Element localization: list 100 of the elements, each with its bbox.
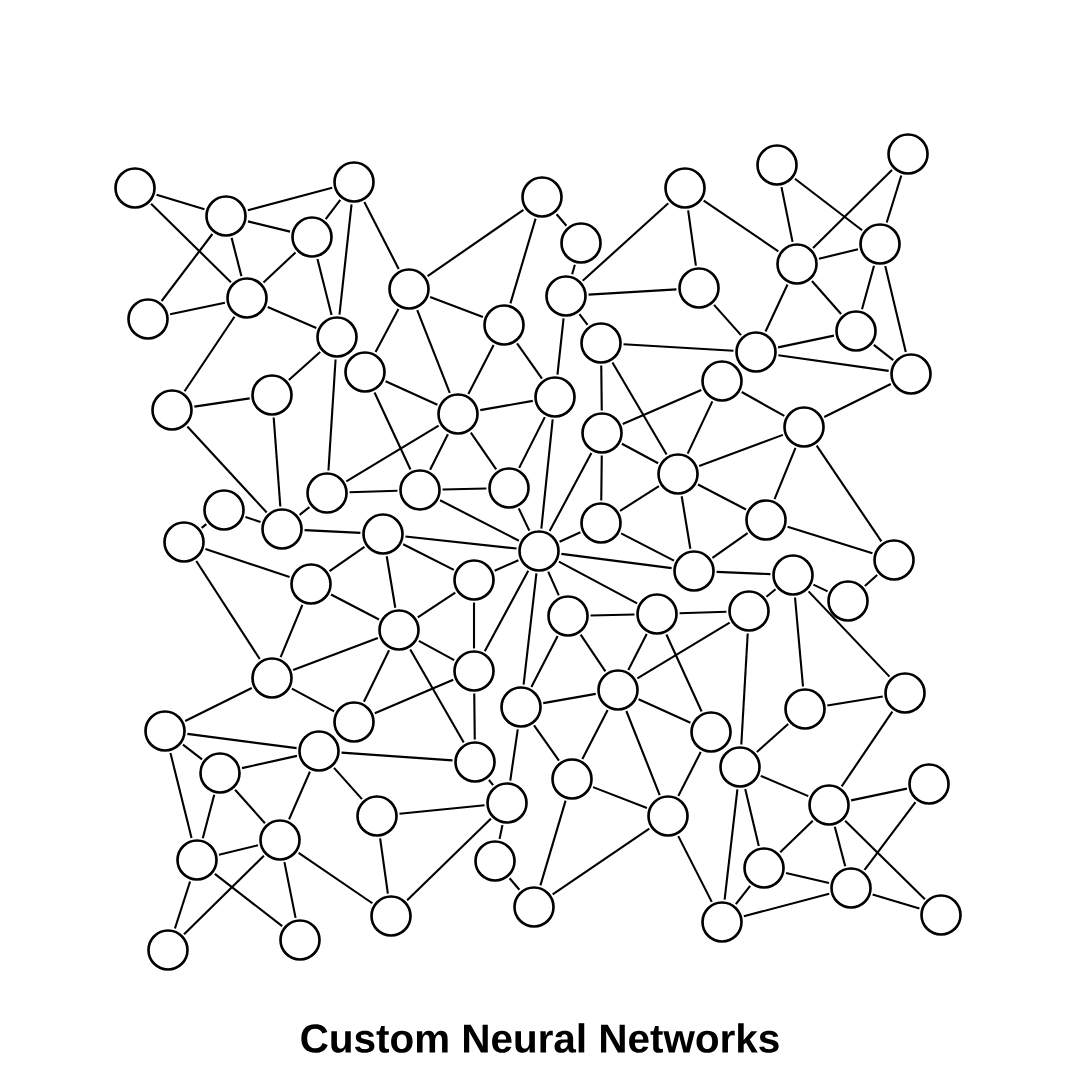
connection-line xyxy=(298,851,373,905)
neuron-circle xyxy=(827,580,869,622)
connection-line xyxy=(636,621,731,680)
connection-line xyxy=(716,570,771,576)
connection-line xyxy=(291,687,335,713)
connection-line xyxy=(872,893,920,910)
connection-line xyxy=(488,779,494,786)
connection-line xyxy=(363,201,400,270)
connection-line xyxy=(214,873,283,927)
connection-line xyxy=(469,432,498,470)
connection-line xyxy=(508,877,521,891)
neuron-circle xyxy=(908,763,950,805)
connection-line xyxy=(812,169,893,249)
neuron-circle xyxy=(521,176,563,218)
title: Custom Neural Networks xyxy=(301,1023,779,1053)
connection-line xyxy=(539,800,567,886)
neuron-circle xyxy=(784,688,826,730)
connection-line xyxy=(247,186,333,212)
connection-line xyxy=(247,220,291,233)
connection-line xyxy=(279,604,304,658)
neuron-circle xyxy=(534,376,576,418)
connection-line xyxy=(245,516,261,523)
connection-line xyxy=(316,258,333,316)
connection-line xyxy=(483,570,530,652)
connection-line xyxy=(779,819,814,854)
connection-line xyxy=(686,400,714,455)
neuron-circle xyxy=(835,310,877,352)
neuron-circle xyxy=(483,304,525,346)
connection-line xyxy=(472,602,476,649)
connection-line xyxy=(711,532,749,559)
connection-line xyxy=(298,506,311,516)
neuron-circle xyxy=(316,316,358,358)
connection-line xyxy=(418,639,455,662)
connection-line xyxy=(330,593,380,621)
connection-line xyxy=(600,455,603,501)
neuron-circle xyxy=(163,521,205,563)
connection-line xyxy=(556,318,565,375)
connection-line xyxy=(885,175,903,223)
connection-line xyxy=(173,881,192,929)
connection-line xyxy=(183,855,265,935)
connection-line xyxy=(522,573,538,685)
connection-line xyxy=(288,351,321,381)
neuron-circle xyxy=(597,669,639,711)
neuron-circle xyxy=(144,710,186,752)
connection-line xyxy=(509,729,519,781)
connection-line xyxy=(272,417,282,507)
connection-line xyxy=(417,591,456,619)
connection-line xyxy=(818,248,859,260)
neuron-circle xyxy=(454,741,496,783)
neuron-circle xyxy=(261,508,303,550)
neuron-circle xyxy=(205,195,247,237)
neuron-circle xyxy=(884,672,926,714)
connection-line xyxy=(439,499,520,542)
connection-line xyxy=(327,359,337,471)
connection-line xyxy=(713,304,742,336)
neuron-circle xyxy=(333,161,375,203)
connection-line xyxy=(292,637,379,671)
connection-line xyxy=(182,743,203,761)
connection-line xyxy=(677,835,713,903)
connection-line xyxy=(150,203,232,283)
connection-line xyxy=(793,597,805,687)
connection-line xyxy=(429,433,449,471)
neuron-circle xyxy=(114,167,156,209)
neuron-circle xyxy=(203,489,245,531)
connection-line xyxy=(581,709,609,760)
connection-line xyxy=(559,531,581,543)
neuron-circle xyxy=(580,502,622,544)
connection-line xyxy=(341,751,453,762)
neuron-circle xyxy=(378,609,420,651)
connection-line xyxy=(623,343,734,352)
neuron-circle xyxy=(518,530,560,572)
connection-line xyxy=(884,265,907,353)
neuron-circle xyxy=(344,351,386,393)
neuron-circle xyxy=(486,782,528,824)
connection-line xyxy=(333,767,363,800)
connection-line xyxy=(625,710,661,796)
neuron-circle xyxy=(362,513,404,555)
neuron-circle xyxy=(399,469,441,511)
connection-line xyxy=(533,724,560,762)
neuron-circle xyxy=(673,550,715,592)
connection-line xyxy=(498,824,504,840)
connection-line xyxy=(765,588,777,598)
connection-line xyxy=(760,774,809,798)
connection-line xyxy=(823,383,892,418)
connection-line xyxy=(385,556,397,608)
connection-line xyxy=(756,723,789,753)
connection-line xyxy=(588,288,677,296)
connection-line xyxy=(200,523,208,529)
connection-line xyxy=(844,820,926,900)
connection-line xyxy=(467,344,495,395)
connection-line xyxy=(592,786,648,809)
neuron-circle xyxy=(701,901,743,943)
neuron-circle xyxy=(551,758,593,800)
neuron-circle xyxy=(127,298,169,340)
connection-line xyxy=(234,789,266,824)
connection-line xyxy=(183,316,236,392)
neuron-circle xyxy=(500,686,542,728)
connection-line xyxy=(328,546,366,572)
connection-line xyxy=(582,202,669,282)
neuron-circle xyxy=(306,472,348,514)
